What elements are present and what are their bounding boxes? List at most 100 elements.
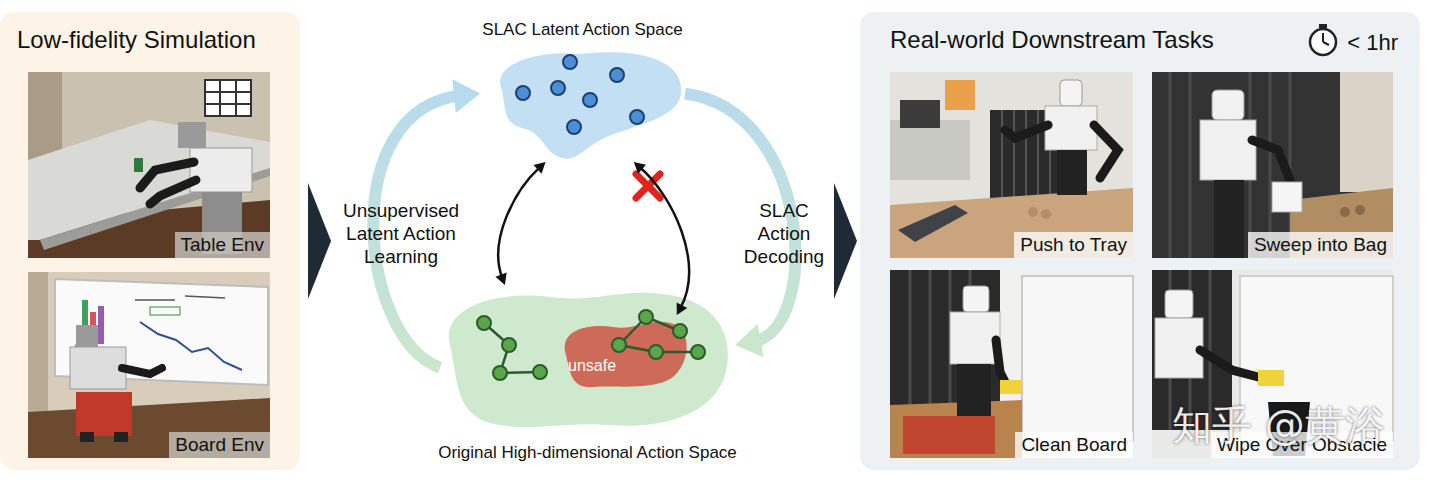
latent-dot: [563, 55, 577, 69]
region-label: unsafe: [568, 357, 616, 375]
photo-clean-board: [903, 416, 995, 454]
sim-table-scene: [235, 80, 237, 116]
action-trajectory: [533, 365, 547, 379]
photo-push-tray: [1060, 80, 1082, 106]
photo-clean-board: [963, 286, 989, 312]
image-label: Sweep into Bag: [1248, 232, 1393, 258]
arrowhead: [533, 162, 545, 174]
sim-table-scene: [205, 103, 251, 105]
action-space-blob: Original High-dimensional Action Spaceun…: [440, 285, 735, 435]
sim-table-scene: [134, 158, 143, 172]
sim-board-scene: [28, 398, 270, 458]
photo-clean-board: [890, 270, 1133, 458]
photo-push-tray: [890, 72, 1133, 258]
photo-sweep-bag: [1212, 90, 1244, 120]
panel-title: Low-fidelity Simulation: [17, 26, 256, 54]
sim-board-scene: [185, 296, 225, 298]
stopwatch-icon: [1310, 29, 1336, 55]
edge-label: Unsupervised Latent Action Learning: [336, 199, 466, 268]
image-label: Table Env: [175, 232, 270, 258]
photo-clean-board: [890, 400, 1022, 458]
photo-sweep-bag: [1169, 72, 1172, 258]
action-trajectory: [477, 316, 491, 330]
photo-push-tray: [1094, 125, 1118, 178]
sim-board-scene: [150, 307, 180, 315]
stopwatch-icon: [1323, 42, 1329, 45]
sim-board-scene: [122, 368, 162, 374]
sim-board-scene: [76, 392, 132, 436]
sim-board-scene: [98, 306, 104, 344]
photo-clean-board: [1022, 276, 1133, 441]
sim-board-scene: [70, 347, 126, 389]
photo-clean-board: [890, 270, 1133, 458]
photo-clean-board: [929, 270, 932, 410]
space-heading: SLAC Latent Action Space: [440, 20, 725, 40]
sim-board-scene: [28, 272, 48, 412]
photo-clean-board: [957, 364, 991, 416]
photo-sweep-bag: [1214, 180, 1244, 258]
image-label: Board Env: [169, 432, 270, 458]
action-trajectory: [612, 338, 626, 352]
sim-board-scene: [28, 272, 270, 458]
edge-label: SLAC Action Decoding: [738, 199, 830, 268]
sim-table-scene: [178, 122, 206, 148]
panel-title: Real-world Downstream Tasks: [890, 26, 1214, 54]
action-trajectory: [502, 338, 516, 352]
stopwatch-icon: [1322, 33, 1324, 42]
latent-dot: [630, 110, 644, 124]
photo-sweep-bag: [1272, 182, 1302, 212]
image-label: Push to Tray: [1014, 232, 1133, 258]
photo-push-tray: [945, 80, 975, 110]
action-trajectory: [691, 345, 705, 359]
action-space-blob-outline: [449, 293, 728, 427]
sim-table-scene: [28, 72, 270, 258]
photo-sweep-bag: [1252, 140, 1290, 180]
sim-table-scene: [205, 91, 251, 93]
photo-clean-board: [1000, 380, 1022, 394]
latent-dot: [567, 120, 581, 134]
action-trajectory: [639, 310, 653, 324]
photo-sweep-bag: [1189, 72, 1192, 258]
photo-wipe-obstacle: [1155, 318, 1203, 378]
photo-wipe-obstacle: [1165, 290, 1193, 318]
latent-dot: [551, 81, 565, 95]
chevron: [308, 183, 331, 299]
photo-sweep-bag: [1200, 120, 1256, 180]
photo-sweep-bag: [1152, 72, 1393, 258]
unsafe-region-outline: [565, 322, 687, 387]
sim-table-scene: [150, 180, 196, 204]
sim-board-scene: [28, 272, 270, 458]
sim-table-scene: [219, 80, 221, 116]
image-label: Clean Board: [1015, 432, 1133, 458]
latent-space-blob-outline: [500, 52, 681, 159]
mapping-arrow: [495, 162, 545, 285]
photo-push-tray: [1041, 209, 1051, 219]
photo-push-tray: [1028, 207, 1038, 217]
photo-clean-board: [909, 270, 912, 410]
photo-push-tray: [898, 205, 968, 242]
action-trajectory: [493, 366, 507, 380]
photo-push-tray: [890, 188, 1133, 258]
sim-table-scene: [205, 80, 251, 116]
sim-board-scene: [76, 325, 98, 347]
arrowhead: [634, 162, 646, 174]
mapping-arrow: [498, 167, 540, 278]
action-trajectory: [649, 345, 663, 359]
latent-space-blob-outline: [480, 48, 685, 162]
photo-sweep-bag: [1340, 72, 1393, 192]
action-trajectory: [673, 324, 687, 338]
photo-wipe-obstacle: [1152, 270, 1393, 458]
photo-wipe-obstacle: [1152, 270, 1393, 458]
sim-board-scene: [135, 299, 175, 301]
arrowhead: [495, 273, 506, 285]
photo-push-tray: [1045, 106, 1097, 150]
space-heading: Original High-dimensional Action Space: [400, 443, 775, 463]
time-label: < 1hr: [1347, 30, 1398, 55]
mapping-arrow: [634, 162, 689, 315]
latent-space-blob: SLAC Latent Action Space: [480, 48, 685, 162]
latent-dot: [610, 68, 624, 82]
sim-board-scene: [114, 432, 128, 442]
arrowhead: [452, 79, 480, 113]
sim-board-scene: [140, 322, 242, 370]
watermark: 知乎 @黄浴: [1172, 402, 1385, 448]
